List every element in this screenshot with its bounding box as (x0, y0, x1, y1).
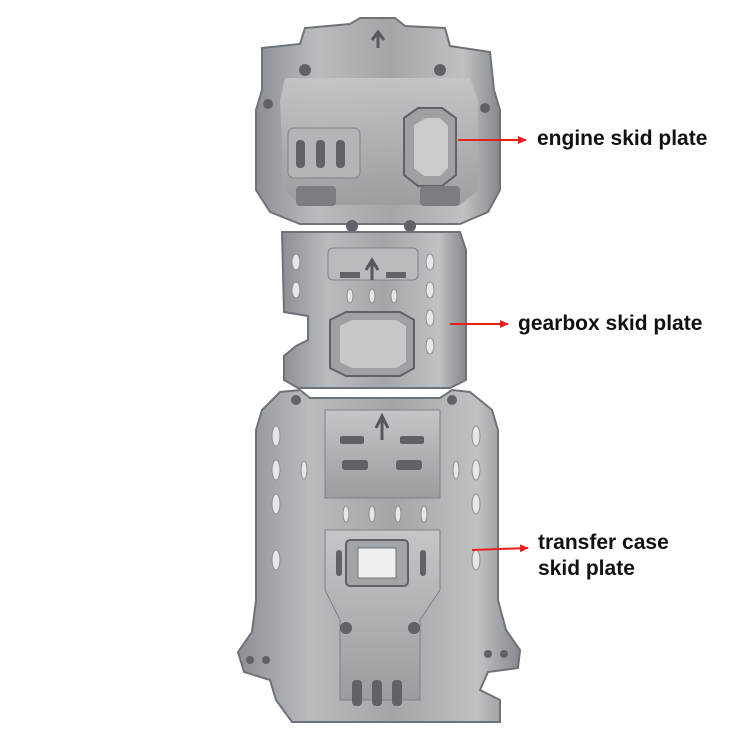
engine-skid-plate-label: engine skid plate (537, 127, 708, 150)
transfer-label-line-1: transfer case (538, 531, 669, 554)
transfer-label-line-2: skid plate (538, 557, 635, 580)
transfer-callout-arrow (471, 544, 529, 553)
gearbox-skid-plate-label: gearbox skid plate (518, 312, 703, 335)
engine-skid-plate (255, 17, 501, 232)
transfer-case-skid-plate-label: transfer case skid plate (538, 530, 738, 582)
transfer-case-skid-plate (236, 388, 522, 723)
gearbox-skid-plate (280, 231, 467, 389)
